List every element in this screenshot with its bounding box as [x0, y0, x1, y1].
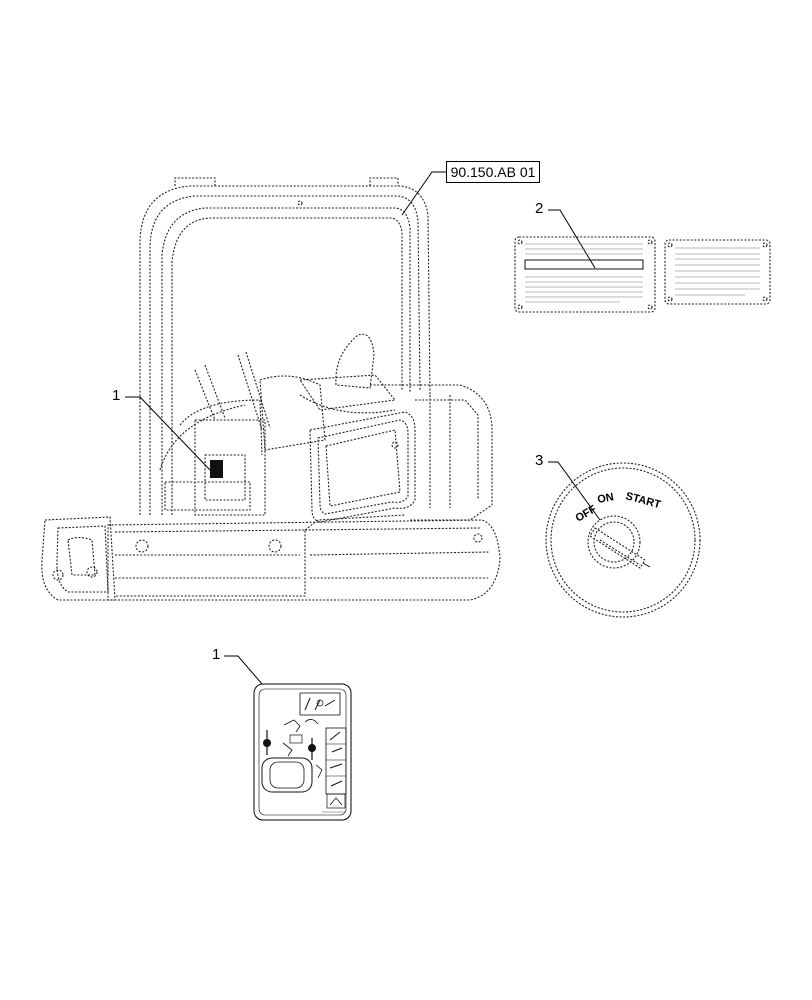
key-off-label: OFF [574, 503, 599, 525]
callout-1-decal: 1 [212, 646, 221, 663]
callout-1-machine: 1 [112, 387, 121, 404]
control-pattern-decal [253, 683, 352, 821]
callout-2: 2 [535, 200, 544, 217]
reference-box: 90.150.AB 01 [446, 161, 540, 183]
key-on-label: ON [596, 491, 614, 506]
certification-decal-fops [664, 239, 771, 305]
key-start-label: START [624, 490, 662, 511]
key-switch-decal: OFF ON START [545, 462, 701, 618]
machine-illustration [41, 177, 501, 601]
decal-location-marker [210, 460, 223, 478]
callout-3: 3 [535, 452, 544, 469]
certification-decal-rops [514, 236, 656, 313]
leader-lines [125, 171, 601, 685]
